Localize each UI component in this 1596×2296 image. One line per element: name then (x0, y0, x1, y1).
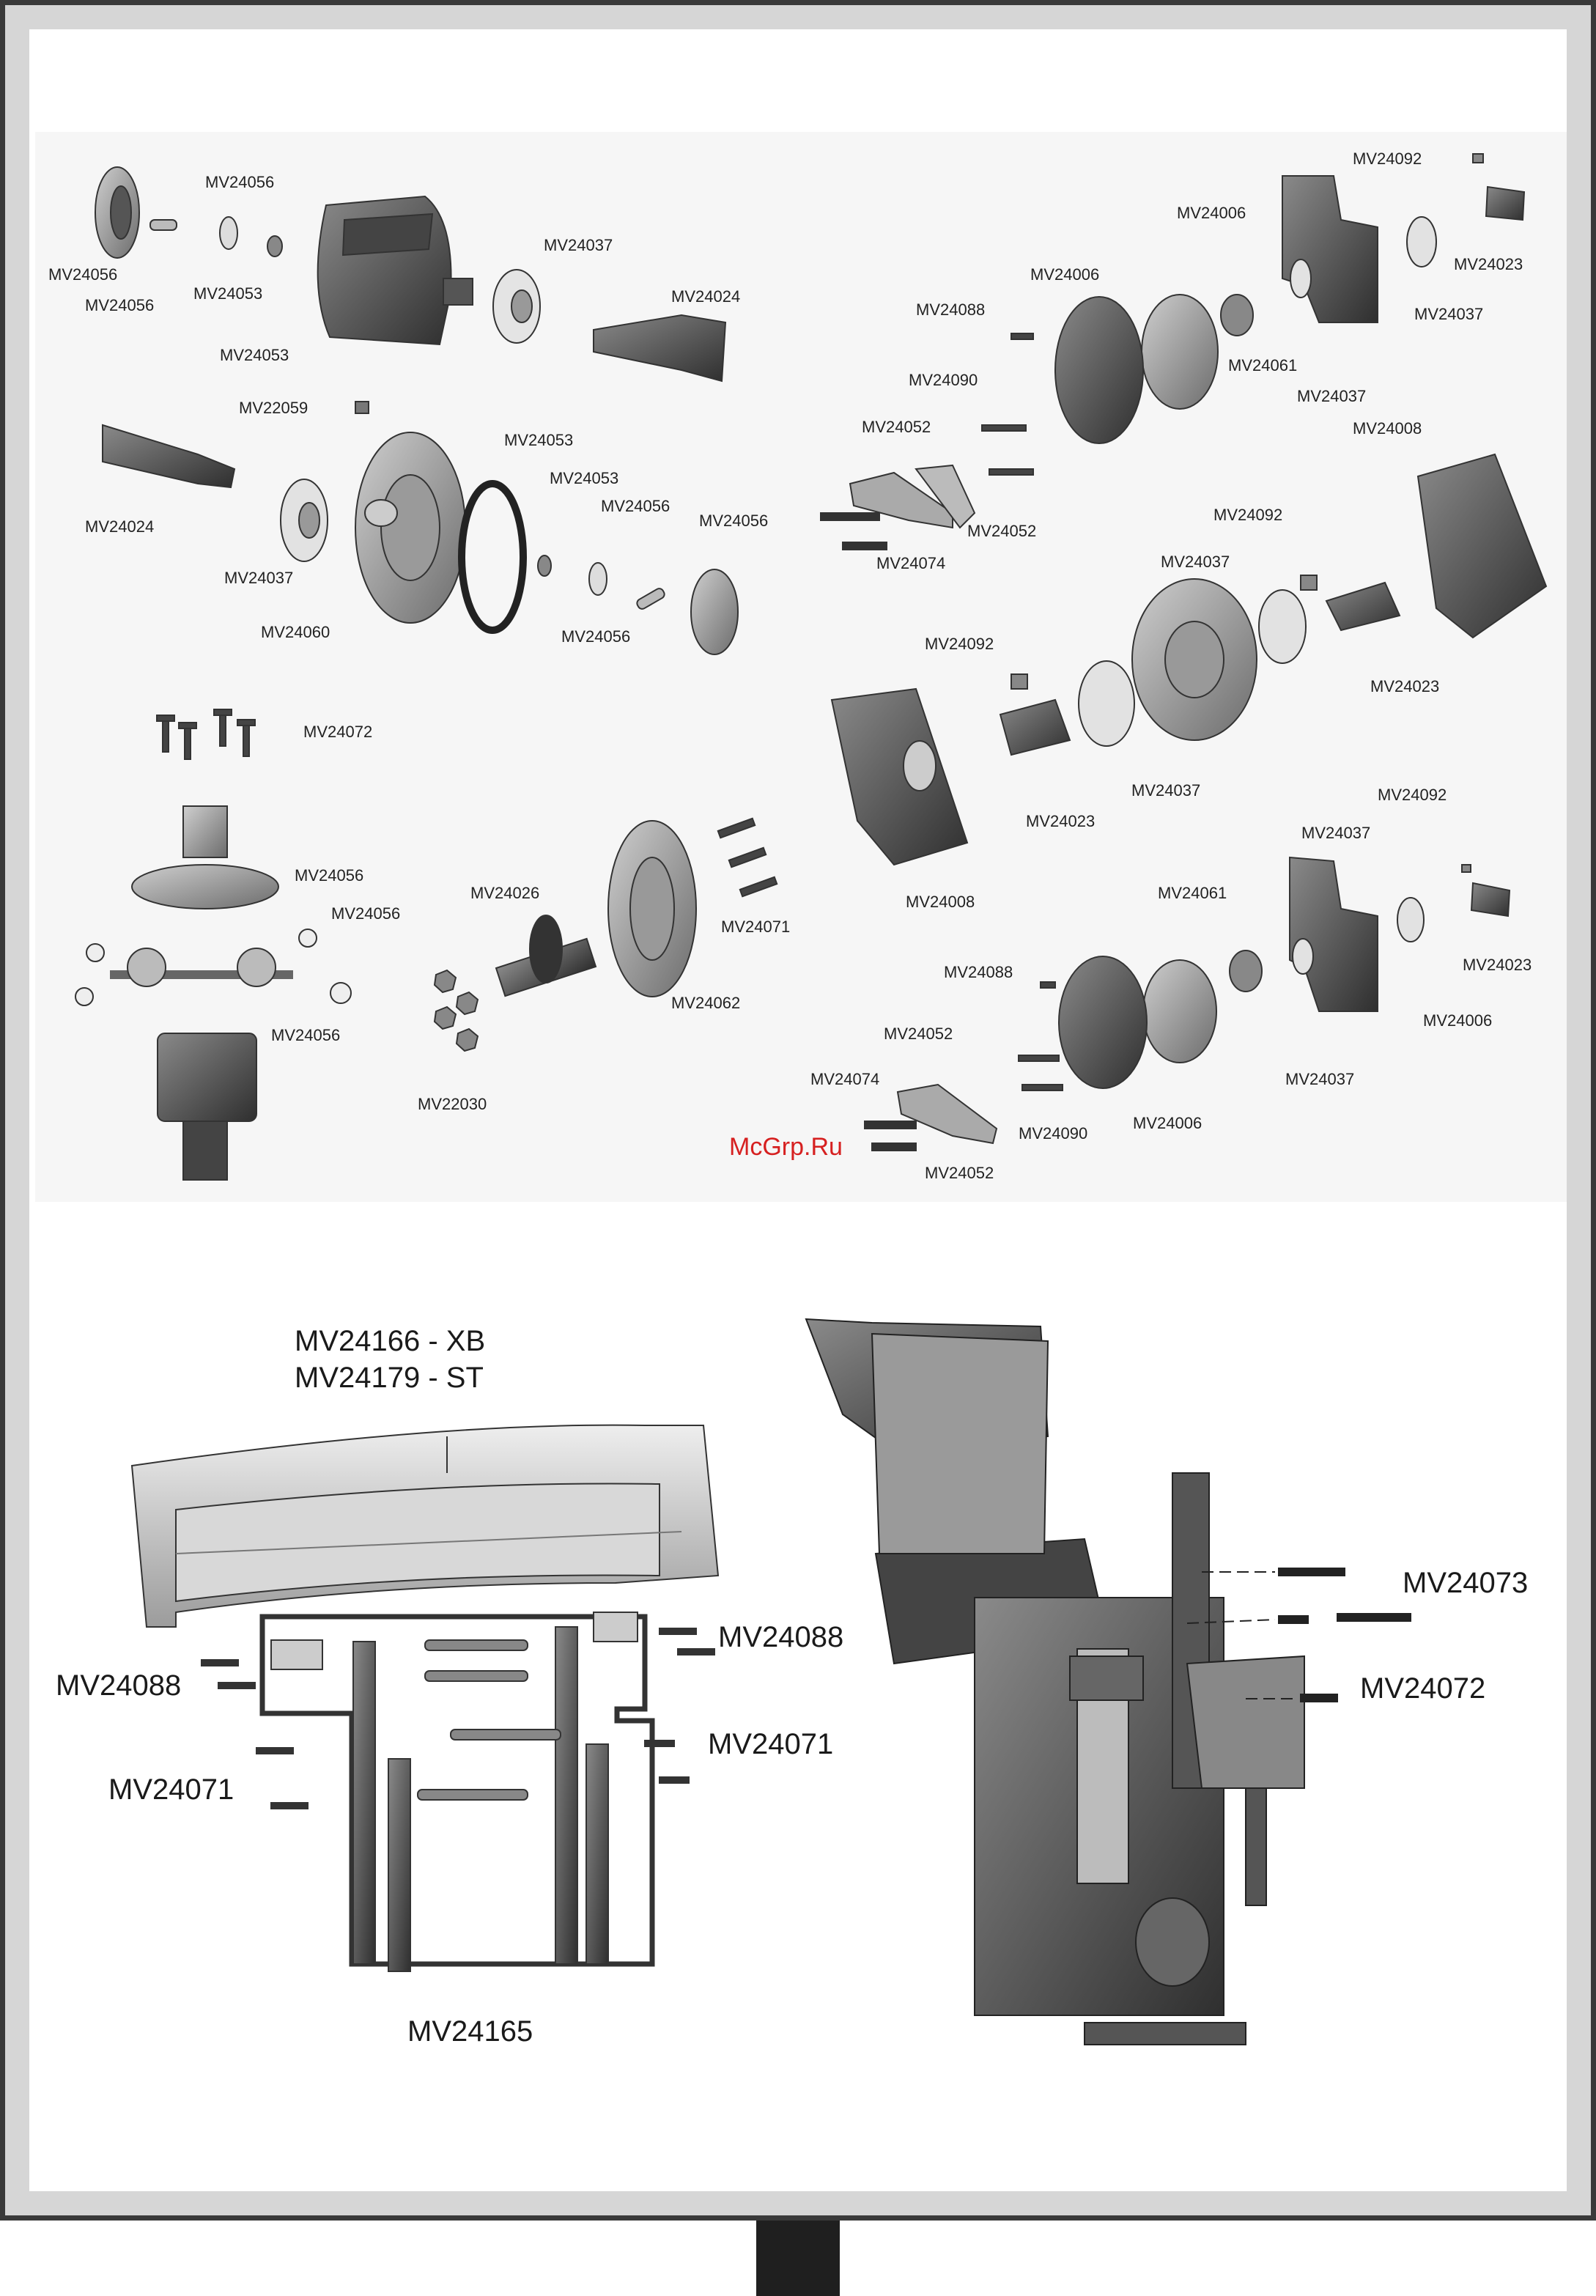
part-label: MV24053 (504, 431, 574, 449)
part-label: MV24088 (56, 1669, 182, 1702)
part-label: MV24056 (601, 497, 670, 515)
part-label: MV24006 (1177, 204, 1246, 222)
part-label: MV24090 (1019, 1124, 1088, 1143)
part-label: MV22030 (418, 1095, 487, 1113)
part-label: MV24024 (85, 517, 155, 536)
part-label: MV24023 (1463, 956, 1532, 974)
part-label: MV24023 (1026, 812, 1096, 830)
part-label: MV24052 (925, 1164, 994, 1182)
part-label: MV24056 (48, 265, 118, 284)
part-label: MV24056 (85, 296, 155, 314)
part-label: MV24056 (331, 904, 401, 923)
part-label: MV24074 (810, 1070, 880, 1088)
part-label: MV24037 (544, 236, 613, 254)
part-label: MV24092 (1378, 786, 1447, 804)
part-label: MV24092 (1353, 150, 1422, 168)
wing-title-xb: MV24166 - XB (295, 1325, 486, 1357)
part-label: MV24090 (909, 371, 978, 389)
part-label: MV24053 (550, 469, 619, 487)
part-label: MV24061 (1228, 356, 1298, 374)
diff-group-top (95, 166, 727, 414)
part-label: MV24006 (1423, 1011, 1493, 1030)
part-label: MV24006 (1133, 1114, 1202, 1132)
part-label: MV24072 (303, 723, 373, 741)
part-label: MV24071 (721, 918, 791, 936)
part-label: MV24052 (884, 1025, 953, 1043)
part-label: MV24056 (699, 512, 769, 530)
part-label: MV24092 (1213, 506, 1283, 524)
part-label: MV24037 (1297, 387, 1367, 405)
part-label: MV24061 (1158, 884, 1227, 902)
part-label: MV24037 (1285, 1070, 1355, 1088)
part-label: MV24026 (470, 884, 540, 902)
part-label: MV24060 (261, 623, 330, 641)
gearbox-group-bottom (864, 856, 1511, 1151)
part-label: MV22059 (239, 399, 309, 417)
part-label: MV24056 (205, 173, 275, 191)
part-label: MV24037 (1131, 781, 1201, 800)
part-label: MV24088 (944, 963, 1013, 981)
part-label: MV24037 (224, 569, 294, 587)
part-label: MV24073 (1403, 1567, 1529, 1599)
wing-title-st: MV24179 - ST (295, 1362, 484, 1394)
part-label: MV24023 (1370, 677, 1440, 695)
part-label: MV24056 (295, 866, 364, 885)
part-label: MV24052 (967, 522, 1037, 540)
part-label: MV24088 (718, 1621, 844, 1653)
wing-mount-label: MV24165 (407, 2015, 533, 2048)
diff-group-bottom (75, 709, 778, 1181)
part-label: MV24008 (906, 893, 975, 911)
part-label: MV24053 (193, 284, 263, 303)
watermark-text: McGrp.Ru (729, 1133, 843, 1161)
part-label: MV24053 (220, 346, 289, 364)
part-label: MV24037 (1161, 553, 1230, 571)
part-label: MV24056 (271, 1026, 341, 1044)
part-label: MV24062 (671, 994, 741, 1012)
part-label: MV24092 (925, 635, 994, 653)
part-label: MV24037 (1301, 824, 1371, 842)
part-label: MV24071 (708, 1728, 834, 1760)
gearbox-group-top (820, 153, 1526, 550)
part-label: MV24023 (1454, 255, 1523, 273)
part-label: MV24052 (862, 418, 931, 436)
part-label: MV24071 (108, 1773, 234, 1806)
part-label: MV24008 (1353, 419, 1422, 438)
part-label: MV24074 (876, 554, 946, 572)
gearbox-group-middle (830, 453, 1548, 866)
part-label: MV24037 (1414, 305, 1484, 323)
part-label: MV24056 (561, 627, 631, 646)
part-label: MV24072 (1360, 1672, 1486, 1705)
wing-drawing (130, 1424, 720, 1972)
page-number-tab (756, 2221, 840, 2296)
part-label: MV24006 (1030, 265, 1100, 284)
part-label: MV24024 (671, 287, 741, 306)
diff-group-middle (102, 424, 739, 655)
part-label: MV24088 (916, 300, 986, 319)
chassis-drawing (805, 1318, 1411, 2045)
